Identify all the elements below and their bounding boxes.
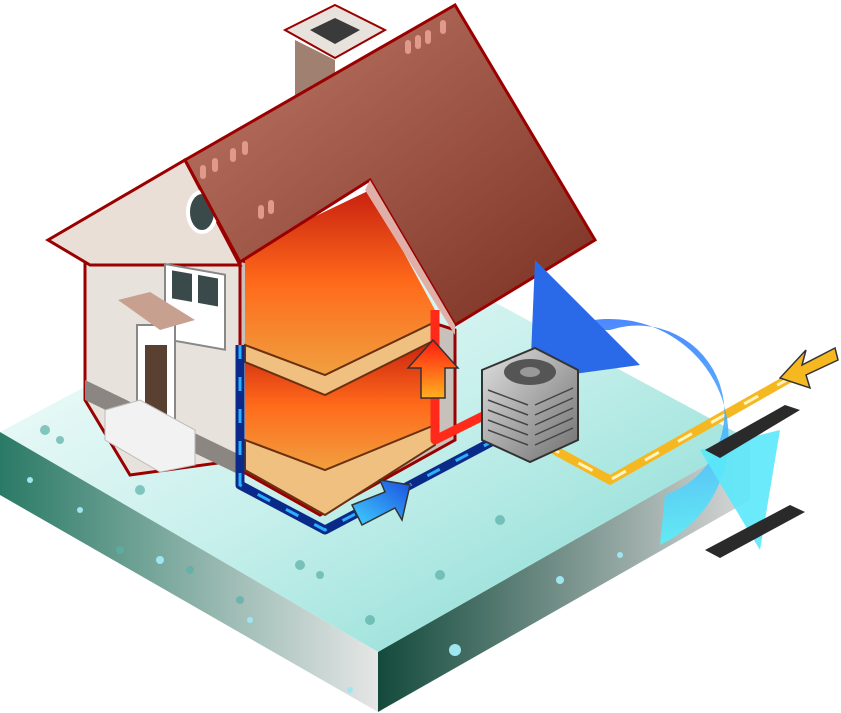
ground-floor-slab	[244, 423, 436, 517]
chimney-opening	[310, 18, 360, 44]
roof-vents	[200, 20, 446, 219]
cold-flow-arrow-icon	[350, 479, 411, 527]
refrigerant-inflow-arrow-icon	[778, 346, 839, 390]
roof-edge	[365, 180, 455, 335]
window-glass	[198, 274, 218, 307]
ground-slot	[705, 405, 800, 458]
porch-awning	[118, 292, 195, 330]
ground-bubbles	[40, 425, 505, 625]
ground-right-face	[378, 440, 750, 712]
front-steps	[104, 399, 196, 473]
lower-room-heat	[245, 340, 435, 470]
house	[45, 2, 598, 517]
inflow-pipe	[542, 374, 793, 486]
warm-air-up-arrow-icon	[406, 338, 460, 399]
ground-side-bubbles	[27, 477, 623, 693]
house-gable	[45, 157, 243, 267]
circular-flow-arrow-icon	[530, 260, 780, 550]
upper-room-heat	[245, 190, 435, 375]
ground-slot	[705, 505, 805, 558]
heat-pump-unit-icon	[481, 346, 579, 464]
window-glass	[172, 270, 192, 302]
front-door-panel	[145, 345, 167, 415]
